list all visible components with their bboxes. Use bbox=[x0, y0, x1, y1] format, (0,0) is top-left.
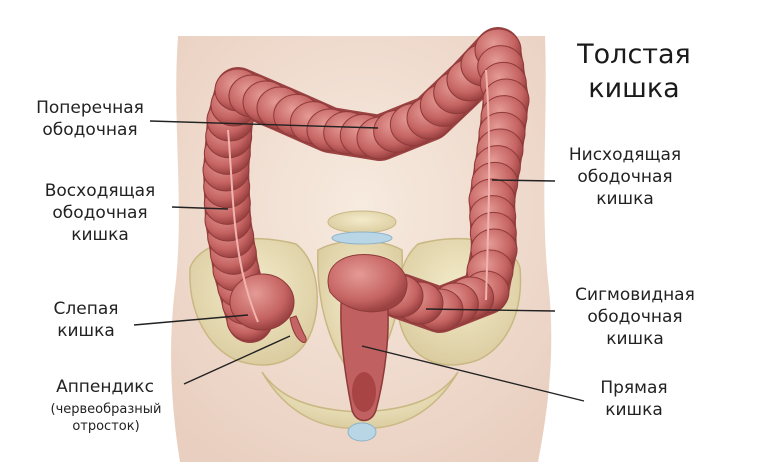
label-line: отросток) bbox=[72, 419, 140, 434]
title-line-1: Толстая bbox=[577, 39, 691, 70]
label-appendix: Аппендикс bbox=[30, 376, 180, 398]
label-line: ободочная bbox=[577, 167, 673, 187]
intervertebral-disc bbox=[331, 231, 393, 245]
appendix bbox=[289, 315, 307, 343]
leader-sigmoid bbox=[425, 308, 556, 312]
leader-cecum bbox=[133, 314, 249, 326]
diagram-title: Толстая кишка bbox=[544, 38, 724, 106]
label-ascending-colon: Восходящая ободочная кишка bbox=[30, 180, 170, 246]
label-sigmoid-colon: Сигмовидная ободочная кишка bbox=[555, 284, 715, 350]
pubic-symphysis bbox=[347, 422, 377, 442]
label-cecum: Слепая кишка bbox=[40, 298, 132, 342]
label-line: Поперечная bbox=[36, 98, 144, 118]
leader-lines bbox=[133, 120, 585, 402]
rectum-lumen bbox=[352, 372, 376, 412]
label-line: Сигмовидная bbox=[575, 285, 695, 305]
label-line: Восходящая bbox=[44, 181, 156, 201]
label-line: ободочная bbox=[42, 120, 138, 140]
label-line: кишка bbox=[71, 225, 129, 245]
label-line: кишка bbox=[57, 321, 115, 341]
leader-transverse bbox=[149, 120, 379, 129]
label-line: ободочная bbox=[587, 307, 683, 327]
leader-rectum bbox=[361, 345, 585, 402]
leader-appendix bbox=[183, 335, 291, 385]
label-transverse-colon: Поперечная ободочная bbox=[28, 97, 152, 141]
taenia-stripe bbox=[485, 69, 491, 301]
cecum-pouch bbox=[229, 273, 295, 331]
title-line-2: кишка bbox=[588, 73, 680, 104]
taenia-stripe bbox=[227, 129, 259, 323]
label-line: (червеобразный bbox=[50, 402, 162, 417]
leader-ascending bbox=[171, 206, 229, 210]
pubic-arch bbox=[261, 371, 459, 429]
label-descending-colon: Нисходящая ободочная кишка bbox=[555, 144, 695, 210]
label-line: кишка bbox=[606, 329, 664, 349]
vertebra bbox=[327, 210, 397, 234]
label-line: Слепая bbox=[53, 299, 119, 319]
label-rectum: Прямая кишка bbox=[584, 377, 684, 421]
label-line: Аппендикс bbox=[56, 377, 154, 397]
label-line: кишка bbox=[605, 400, 663, 420]
label-line: ободочная bbox=[52, 203, 148, 223]
label-line: кишка bbox=[596, 189, 654, 209]
sigmoid-bulge bbox=[327, 254, 408, 313]
label-line: Прямая bbox=[600, 378, 668, 398]
colon-body bbox=[202, 27, 530, 343]
leader-descending bbox=[491, 179, 556, 182]
label-line: Нисходящая bbox=[568, 145, 682, 165]
label-appendix-note: (червеобразный отросток) bbox=[28, 401, 184, 435]
